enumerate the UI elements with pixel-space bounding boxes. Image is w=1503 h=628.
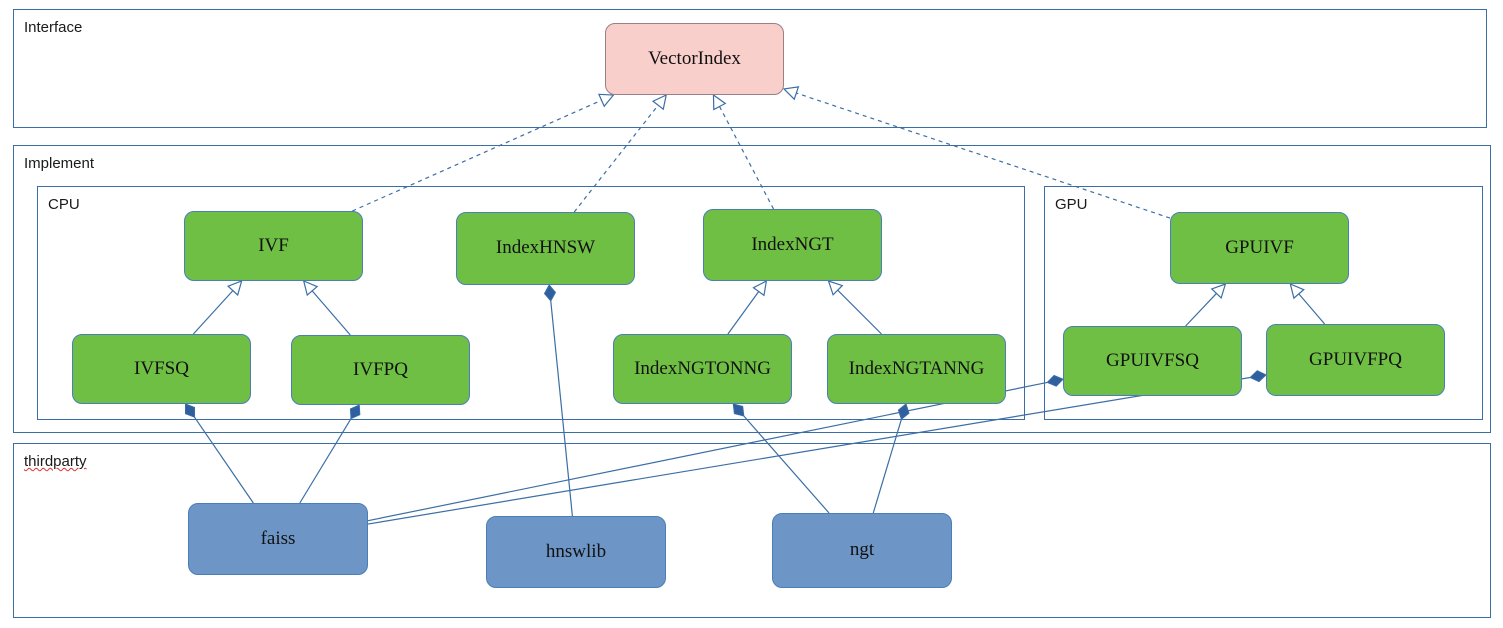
node-ivf[interactable]: IVF	[184, 211, 363, 281]
node-ivfpq[interactable]: IVFPQ	[291, 335, 470, 405]
node-indexhnsw[interactable]: IndexHNSW	[456, 212, 635, 285]
node-indexngt[interactable]: IndexNGT	[703, 209, 882, 281]
node-gpuivfpq[interactable]: GPUIVFPQ	[1266, 324, 1445, 396]
node-vectorindex[interactable]: VectorIndex	[605, 23, 784, 95]
node-ivfsq[interactable]: IVFSQ	[72, 334, 251, 404]
node-gpuivf[interactable]: GPUIVF	[1170, 212, 1349, 284]
container-label-interface: Interface	[24, 19, 83, 36]
node-hnswlib[interactable]: hnswlib	[486, 516, 666, 588]
container-label-gpu: GPU	[1055, 196, 1088, 213]
container-gpu	[1044, 186, 1483, 420]
node-indexngtonng[interactable]: IndexNGTONNG	[613, 334, 792, 404]
node-ngt[interactable]: ngt	[772, 513, 952, 588]
node-gpuivfsq[interactable]: GPUIVFSQ	[1063, 326, 1242, 396]
node-indexngtanng[interactable]: IndexNGTANNG	[827, 334, 1006, 404]
node-faiss[interactable]: faiss	[188, 503, 368, 575]
container-label-thirdparty: thirdparty	[24, 453, 87, 470]
container-label-cpu: CPU	[48, 196, 80, 213]
container-label-implement: Implement	[24, 155, 95, 172]
